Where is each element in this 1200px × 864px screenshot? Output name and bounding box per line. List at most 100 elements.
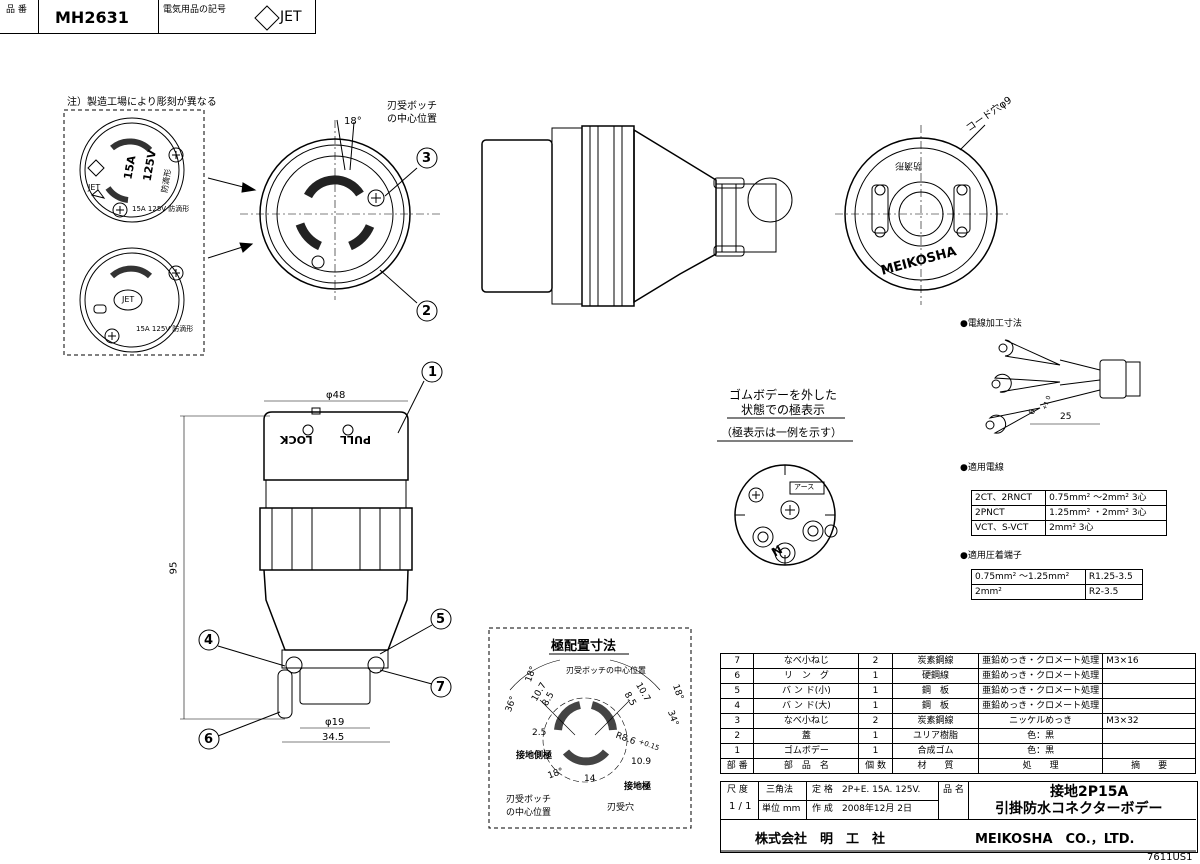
scale-value: 1 / 1 [729, 801, 752, 812]
face-a-rating-line: 15A 125V 防滴形 [132, 205, 190, 213]
applicable-wire-title: ●適用電線 [960, 463, 1004, 473]
part-name: バ ン ド(大) [753, 698, 860, 714]
wire-processing-title: ●電線加工寸法 [960, 319, 1022, 329]
callout-3: 3 [422, 151, 432, 166]
header-frame [0, 0, 316, 34]
part-remarks [1102, 683, 1196, 699]
part-remarks [1102, 728, 1196, 744]
face-b-rating-line: 15A 125V 防滴形 [136, 325, 194, 333]
part-material: 鋼 板 [891, 698, 980, 714]
part-treatment: ニッケルめっき [978, 713, 1104, 729]
wire-size: 2mm² 3心 [1045, 520, 1167, 536]
terminal-wire: 2mm² [971, 584, 1086, 600]
dim-10-9: 10.9 [631, 757, 652, 767]
tb-divider [968, 781, 969, 819]
part-treatment: 色：黒 [978, 743, 1104, 759]
hinban-label: 品 番 [6, 5, 27, 15]
terminal-model: R2-3.5 [1084, 584, 1144, 600]
company-jp: 株式会社 明 工 社 [755, 832, 886, 847]
callout-2: 2 [422, 304, 432, 319]
part-remarks [1102, 743, 1196, 759]
pse-small-icon [87, 159, 105, 177]
part-material: 合成ゴム [891, 743, 980, 759]
product-name-1: 接地2P15A [1050, 784, 1129, 800]
part-no: 7 [719, 653, 755, 669]
mark-label: 電気用品の記号 [163, 5, 227, 15]
blade-pocket-label-2: の中心位置 [387, 114, 437, 125]
rating-value: 2P+E. 15A. 125V. [842, 785, 921, 795]
jet-mark: JET [280, 9, 302, 25]
ground-pole: 接地極 [624, 782, 652, 792]
part-remarks [1102, 668, 1196, 684]
dim-34-5: 34.5 [322, 732, 345, 743]
wire-dim-25: 25 [1060, 412, 1072, 422]
projection: 三角法 [766, 785, 794, 795]
callout-6: 6 [204, 732, 214, 747]
dim-48: φ48 [326, 390, 346, 401]
part-name: ゴムボデー [753, 743, 860, 759]
part-name: なべ小ねじ [753, 713, 860, 729]
dim-14: 14 [584, 774, 596, 784]
part-no: 1 [719, 743, 755, 759]
blade-center-2b: の中心位置 [506, 808, 552, 818]
col-header: 個 数 [858, 758, 893, 774]
rear-view-outer [844, 137, 998, 291]
unit: 単位 mm [762, 804, 801, 814]
angle-18: 18° [344, 116, 362, 127]
part-material: 炭素鋼線 [891, 653, 980, 669]
part-remarks [1102, 698, 1196, 714]
part-material: 鋼 板 [891, 683, 980, 699]
col-header: 摘 要 [1102, 758, 1196, 774]
part-no: 3 [719, 713, 755, 729]
lock-label: LOCK [280, 433, 313, 446]
part-treatment: 亜鉛めっき・クロメート処理 [978, 683, 1104, 699]
face-b-jet: JET [122, 295, 135, 304]
hinban-value: MH2631 [55, 8, 129, 27]
scale-label: 尺 度 [727, 785, 748, 795]
part-no: 2 [719, 728, 755, 744]
pole-ground-label: アース [794, 483, 815, 491]
face-a-jet: JET [88, 183, 101, 192]
main-face-outer [259, 138, 411, 290]
front-face-b-outer [79, 247, 185, 353]
part-treatment: 色：黒 [978, 728, 1104, 744]
company-en: MEIKOSHA CO.，LTD. [975, 832, 1135, 847]
blade-center-2a: 刃受ボッチ [506, 795, 552, 805]
name-label: 品 名 [943, 785, 964, 795]
wire-type: 2PNCT [970, 505, 1047, 521]
part-qty: 1 [858, 698, 893, 714]
ground-side-pole: 接地側極 [516, 751, 553, 761]
col-header: 材 質 [891, 758, 980, 774]
pole-display-title-3: （極表示は一例を示す） [721, 426, 842, 439]
col-header: 部 品 名 [753, 758, 860, 774]
pole-display-title-2: 状態での極表示 [741, 403, 826, 417]
drawing-number: 7611US1 [1147, 852, 1193, 863]
dim-19: φ19 [325, 717, 345, 728]
rear-top-label: 防滴形 [895, 160, 923, 170]
part-remarks: M3×16 [1102, 653, 1196, 669]
part-qty: 1 [858, 743, 893, 759]
part-name: 蓋 [753, 728, 860, 744]
part-qty: 2 [858, 653, 893, 669]
engraving-note: 注）製造工場により彫刻が異なる [67, 97, 217, 108]
pole-display-title-1: ゴムボデーを外した [729, 388, 838, 402]
tb-divider [720, 819, 1196, 820]
part-name: バ ン ド(小) [753, 683, 860, 699]
part-no: 6 [719, 668, 755, 684]
wire-size: 0.75mm² ～2mm² 3心 [1045, 490, 1167, 506]
part-remarks: M3×32 [1102, 713, 1196, 729]
dim-2-5: 2.5 [532, 728, 547, 738]
terminal-model: R1.25-3.5 [1084, 569, 1144, 585]
pole-layout-title: 極配置寸法 [551, 639, 617, 654]
wire-type: VCT、S-VCT [970, 520, 1047, 536]
date-label: 作 成 [812, 804, 833, 814]
pole-layout-blade-center: 刃受ボッチの中心位置 [566, 666, 646, 675]
part-qty: 1 [858, 668, 893, 684]
